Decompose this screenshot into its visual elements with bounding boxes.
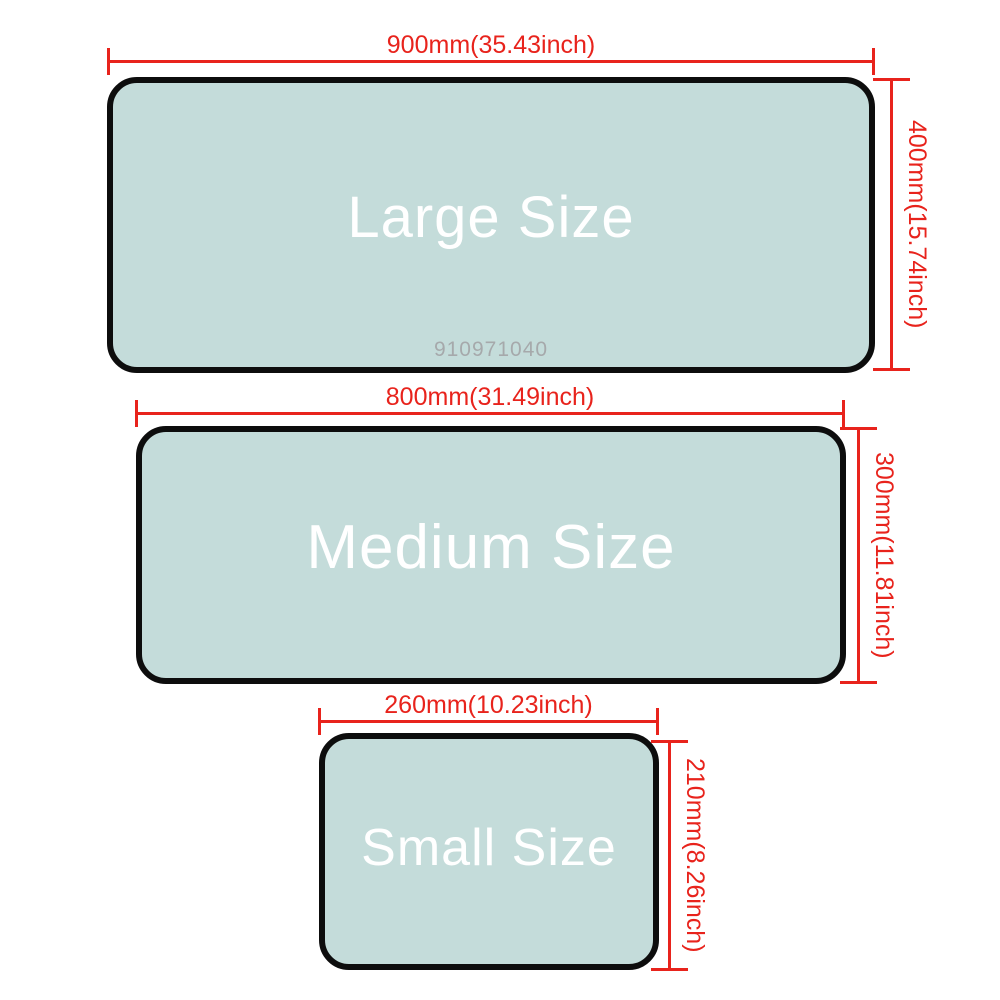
watermark-text: 910971040: [433, 338, 549, 361]
height-dimension-line-medium: [840, 427, 877, 684]
mousepad-medium: Medium Size: [136, 426, 846, 684]
height-dimension-line-large: [873, 78, 910, 371]
dimension-tick: [840, 681, 877, 684]
dimension-tick: [651, 968, 688, 971]
width-dimension-line-large: [107, 48, 875, 75]
mousepad-medium-label: Medium Size: [306, 512, 676, 582]
dimension-tick: [842, 400, 845, 427]
height-dimension-label-small: 210mm(8.26inch): [681, 758, 709, 953]
mousepad-small: Small Size: [319, 733, 659, 970]
dimension-tick: [135, 400, 138, 427]
width-dimension-line-medium: [135, 400, 845, 427]
dimension-tick: [107, 48, 110, 75]
height-dimension-label-medium: 300mm(11.81inch): [870, 452, 898, 659]
dimension-tick: [873, 368, 910, 371]
dimension-tick: [873, 78, 910, 81]
dimension-tick: [318, 708, 321, 735]
width-dimension-label-large: 900mm(35.43inch): [386, 31, 596, 59]
width-dimension-label-small: 260mm(10.23inch): [384, 691, 593, 719]
dimension-tick: [840, 427, 877, 430]
width-dimension-line-small: [318, 708, 659, 735]
dimension-tick: [656, 708, 659, 735]
width-dimension-label-medium: 800mm(31.49inch): [385, 383, 595, 411]
height-dimension-line-small: [651, 740, 688, 971]
dimension-tick: [651, 740, 688, 743]
mousepad-large: Large Size 910971040: [107, 77, 875, 373]
mousepad-small-label: Small Size: [361, 818, 617, 877]
height-dimension-label-large: 400mm(15.74inch): [903, 120, 931, 329]
dimension-tick: [872, 48, 875, 75]
mousepad-large-label: Large Size: [347, 184, 635, 250]
